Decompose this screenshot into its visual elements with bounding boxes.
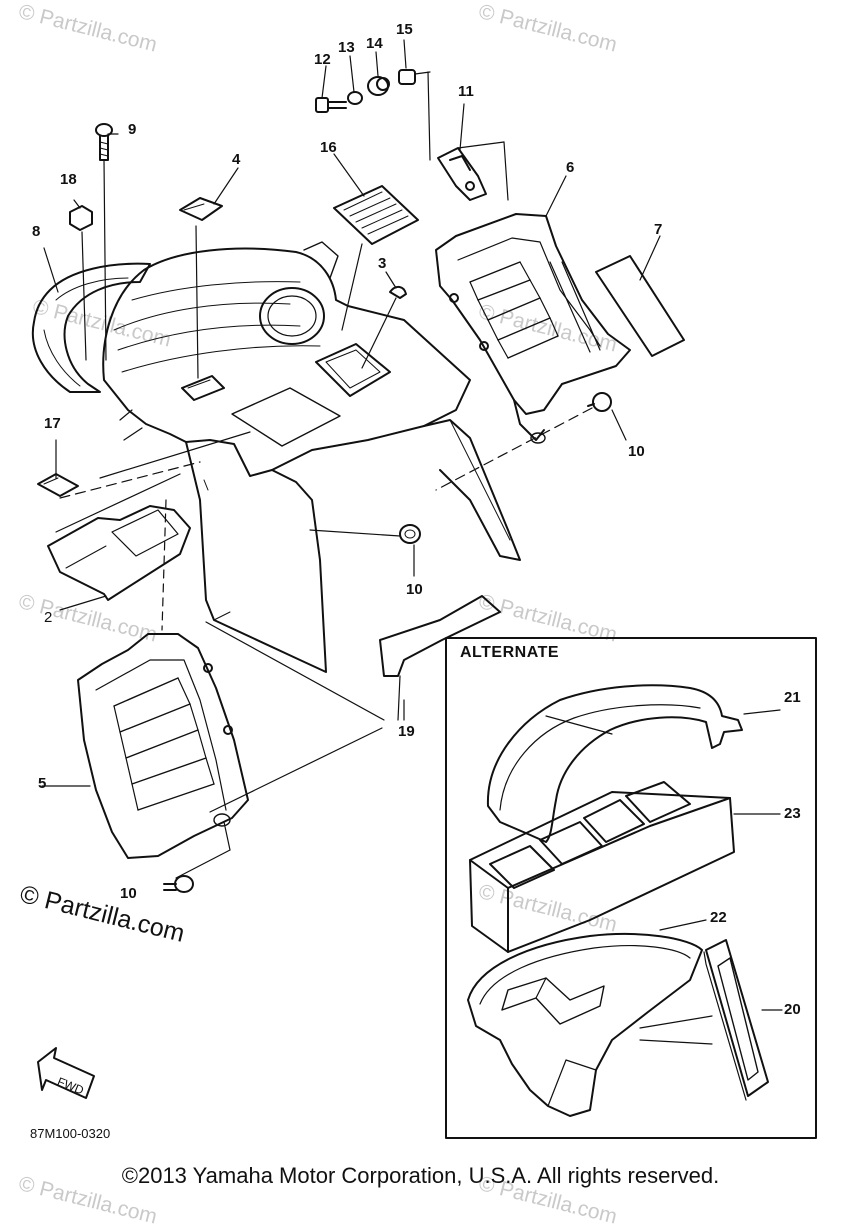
clip-18 (69, 205, 93, 361)
callout-2: 2 (44, 609, 53, 626)
bracket-11 (437, 141, 509, 201)
fwd-label: FWD (55, 1074, 86, 1097)
callout-16: 16 (320, 139, 337, 156)
callout-10-mid: 10 (406, 581, 423, 598)
callout-19: 19 (398, 723, 415, 740)
collar-15 (398, 69, 416, 85)
grommet-10-upper (435, 392, 612, 491)
grommet-14 (367, 76, 390, 96)
callout-22: 22 (710, 909, 727, 926)
screw-12 (315, 97, 347, 113)
grommet-10-mid (309, 524, 421, 544)
vent-cover-6 (435, 213, 631, 441)
callout-5: 5 (38, 775, 47, 792)
callout-14: 14 (366, 35, 383, 52)
washer-13 (347, 91, 363, 105)
diagram-code: 87M100-0320 (30, 1126, 111, 1141)
pad-16 (333, 185, 419, 331)
callout-21: 21 (784, 689, 801, 706)
callout-12: 12 (314, 51, 331, 68)
callout-17: 17 (44, 415, 61, 432)
fwd-arrow-icon: FWD (37, 1047, 95, 1099)
callout-10-upper: 10 (628, 443, 645, 460)
callout-6: 6 (566, 159, 575, 176)
footer-copyright: ©2013 Yamaha Motor Corporation, U.S.A. A… (121, 1163, 720, 1188)
side-cover-8 (31, 262, 151, 393)
bracket-plate-2 (47, 473, 191, 631)
callout-11: 11 (458, 83, 474, 100)
foam-block-23 (469, 781, 735, 953)
strip-7 (595, 255, 685, 357)
callout-13: 13 (338, 39, 355, 56)
parts-diagram: FWD (31, 39, 817, 1139)
vent-cover-5 (77, 633, 249, 859)
pad-17 (37, 473, 79, 497)
seal-frame-20 (703, 939, 769, 1101)
callout-7: 7 (654, 221, 663, 238)
bolt-9 (95, 123, 113, 361)
callout-8: 8 (32, 223, 41, 240)
clip-3 (389, 286, 407, 299)
callout-9: 9 (128, 121, 137, 138)
callout-15: 15 (396, 21, 413, 38)
main-body-1 (102, 241, 521, 673)
seal-19 (379, 595, 501, 677)
grommet-10-lower (163, 813, 231, 893)
callout-4: 4 (232, 151, 241, 168)
hood-21 (486, 684, 743, 843)
callout-23: 23 (784, 805, 801, 822)
callout-3: 3 (378, 255, 387, 272)
callout-20: 20 (784, 1001, 801, 1018)
callout-10-lower: 10 (120, 885, 137, 902)
alternate-label: ALTERNATE (460, 644, 560, 661)
tray-22 (467, 933, 703, 1117)
callout-18: 18 (60, 171, 77, 188)
alternate-box (445, 637, 817, 1139)
